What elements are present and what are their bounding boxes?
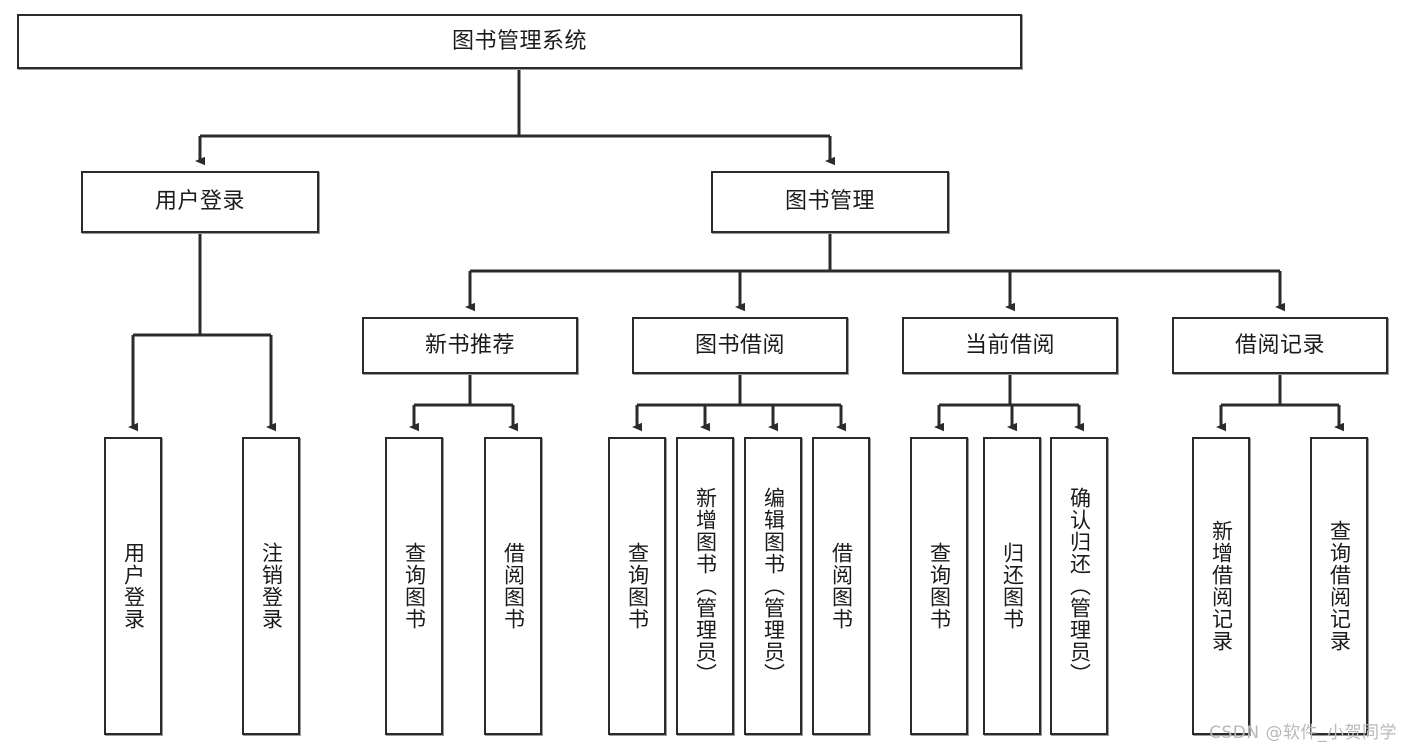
node-label: 归还图书 bbox=[1000, 542, 1025, 630]
node-label: 用户登录 bbox=[154, 189, 245, 215]
node-label: 用户登录 bbox=[121, 542, 146, 630]
node-new-book-recommendation[interactable]: 新书推荐 bbox=[362, 317, 578, 374]
node-borrowing-record[interactable]: 借阅记录 bbox=[1172, 317, 1388, 374]
node-label: 确认归还（管理员） bbox=[1067, 487, 1092, 685]
leaf-node-add-borrow-record[interactable]: 新增借阅记录 bbox=[1192, 437, 1250, 735]
node-label: 编辑图书（管理员） bbox=[761, 487, 786, 685]
node-book-borrowing[interactable]: 图书借阅 bbox=[632, 317, 848, 374]
node-label: 查询图书 bbox=[927, 542, 952, 630]
node-label: 新书推荐 bbox=[424, 332, 515, 358]
edge-root-to-level2 bbox=[195, 69, 835, 166]
node-label: 查询借阅记录 bbox=[1327, 520, 1352, 652]
node-label: 查询图书 bbox=[625, 542, 650, 630]
leaf-node-edit-book-admin[interactable]: 编辑图书（管理员） bbox=[744, 437, 802, 735]
leaf-node-return-book[interactable]: 归还图书 bbox=[983, 437, 1041, 735]
edge-currentborrow-to-leaves bbox=[934, 374, 1084, 432]
edge-bookmanage-to-level3 bbox=[465, 233, 1285, 312]
node-label: 新增借阅记录 bbox=[1209, 520, 1234, 652]
edge-userlogin-to-leaves bbox=[128, 233, 276, 432]
leaf-node-user-login[interactable]: 用户登录 bbox=[104, 437, 162, 735]
leaf-node-confirm-return-admin[interactable]: 确认归还（管理员） bbox=[1050, 437, 1108, 735]
node-book-management[interactable]: 图书管理 bbox=[711, 171, 949, 233]
node-label: 查询图书 bbox=[402, 542, 427, 630]
node-label: 当前借阅 bbox=[964, 332, 1055, 358]
leaf-node-query-book-2[interactable]: 查询图书 bbox=[608, 437, 666, 735]
leaf-node-add-book-admin[interactable]: 新增图书（管理员） bbox=[676, 437, 734, 735]
node-label: 图书借阅 bbox=[694, 332, 785, 358]
leaf-node-query-borrow-record[interactable]: 查询借阅记录 bbox=[1310, 437, 1368, 735]
leaf-node-query-book-3[interactable]: 查询图书 bbox=[910, 437, 968, 735]
edge-bookborrow-to-leaves bbox=[632, 374, 846, 432]
node-root-system[interactable]: 图书管理系统 bbox=[17, 14, 1022, 69]
watermark-text: CSDN @软件_小贺同学 bbox=[1209, 723, 1397, 743]
leaf-node-query-book-1[interactable]: 查询图书 bbox=[385, 437, 443, 735]
edge-borrowrecord-to-leaves bbox=[1216, 374, 1344, 432]
node-label: 图书管理 bbox=[784, 189, 875, 215]
node-label: 借阅图书 bbox=[829, 542, 854, 630]
leaf-node-logout[interactable]: 注销登录 bbox=[242, 437, 300, 735]
node-label: 新增图书（管理员） bbox=[693, 487, 718, 685]
leaf-node-borrow-book-2[interactable]: 借阅图书 bbox=[812, 437, 870, 735]
node-label: 借阅图书 bbox=[501, 542, 526, 630]
leaf-node-borrow-book-1[interactable]: 借阅图书 bbox=[484, 437, 542, 735]
node-current-borrowing[interactable]: 当前借阅 bbox=[902, 317, 1118, 374]
node-user-login[interactable]: 用户登录 bbox=[81, 171, 319, 233]
node-label: 注销登录 bbox=[259, 542, 284, 630]
node-label: 图书管理系统 bbox=[451, 28, 587, 54]
edge-newbookrec-to-leaves bbox=[409, 374, 518, 432]
node-label: 借阅记录 bbox=[1234, 332, 1325, 358]
